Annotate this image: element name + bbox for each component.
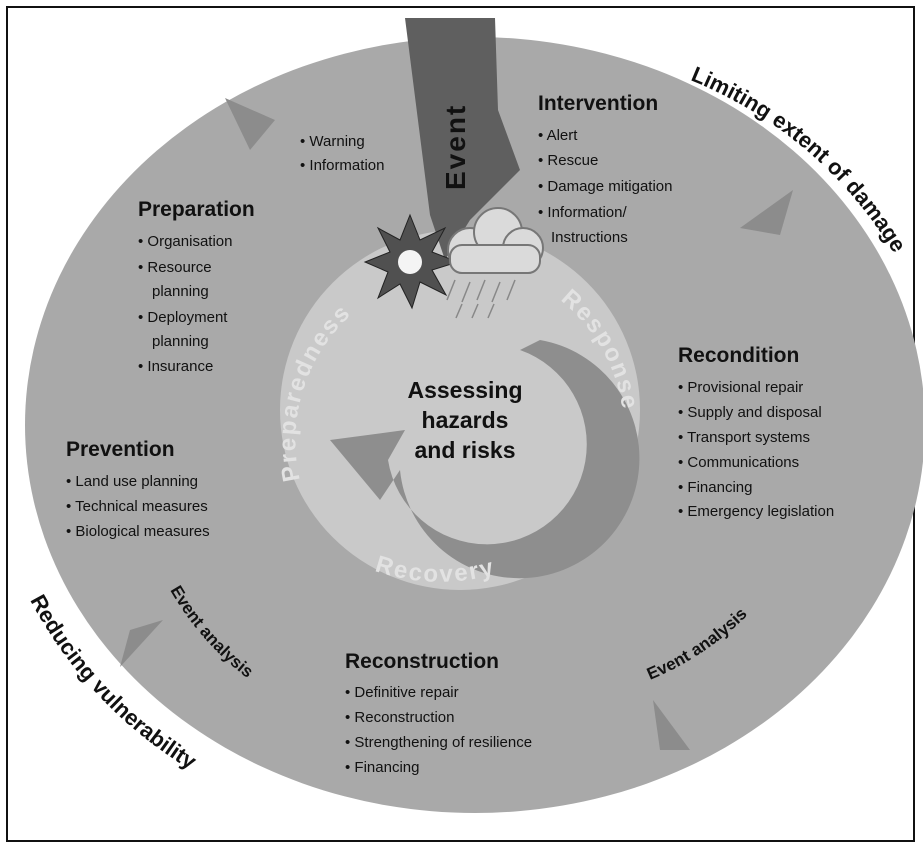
reconstruction-item: • Definitive repair [345,684,459,701]
prevention-item: • Land use planning [66,473,198,490]
preparation-item: planning [152,333,209,350]
recondition-item: • Communications [678,454,799,471]
intervention-section: Intervention • Alert • Rescue • Damage m… [538,92,672,246]
preparation-item: • Insurance [138,358,213,375]
storm-cloud-icon [447,207,544,274]
reconstruction-title: Reconstruction [345,650,499,673]
arrow-top-left [225,98,275,150]
prevention-title: Prevention [66,438,175,461]
reconstruction-section: Reconstruction • Definitive repair • Rec… [345,650,532,776]
reconstruction-item: • Reconstruction [345,709,454,726]
warning-list: • Warning • Information [300,133,384,174]
reconstruction-item: • Financing [345,759,419,776]
preparation-item: • Deployment [138,309,228,326]
rain-icon [446,279,516,319]
recondition-item: • Provisional repair [678,379,803,396]
center-line-2: hazards [422,407,509,433]
preparation-item: • Resource [138,259,212,276]
arrow-left [120,620,163,667]
preparation-item: • Organisation [138,233,232,250]
center-line-1: Assessing [407,377,522,403]
preparation-section: Preparation • Organisation • Resource pl… [138,198,255,375]
center-line-3: and risks [415,437,516,463]
warning-item: • Information [300,157,384,174]
preparation-title: Preparation [138,198,255,221]
intervention-title: Intervention [538,92,658,115]
recondition-item: • Supply and disposal [678,404,822,421]
recondition-item: • Transport systems [678,429,810,446]
intervention-item: • Damage mitigation [538,178,672,195]
event-label: Event [440,104,471,190]
intervention-item: • Rescue [538,152,598,169]
recondition-item: • Emergency legislation [678,503,834,520]
recondition-section: Recondition • Provisional repair • Suppl… [678,344,834,520]
arrow-right [740,190,793,235]
recondition-title: Recondition [678,344,799,367]
recondition-item: • Financing [678,479,752,496]
reconstruction-item: • Strengthening of resilience [345,734,532,751]
intervention-item: Instructions [551,229,628,246]
event-band [405,18,520,260]
intervention-item: • Alert [538,127,578,144]
prevention-item: • Biological measures [66,523,210,540]
prevention-section: Prevention • Land use planning • Technic… [66,438,210,540]
preparation-item: planning [152,283,209,300]
intervention-item: • Information/ [538,204,627,221]
prevention-item: • Technical measures [66,498,208,515]
center-title: Assessing hazards and risks [407,377,522,463]
warning-item: • Warning [300,133,365,150]
explosion-core-icon [398,250,422,274]
cycle-arrow [330,340,640,579]
arrow-bottom-right [653,700,690,750]
inner-disc [280,230,640,590]
